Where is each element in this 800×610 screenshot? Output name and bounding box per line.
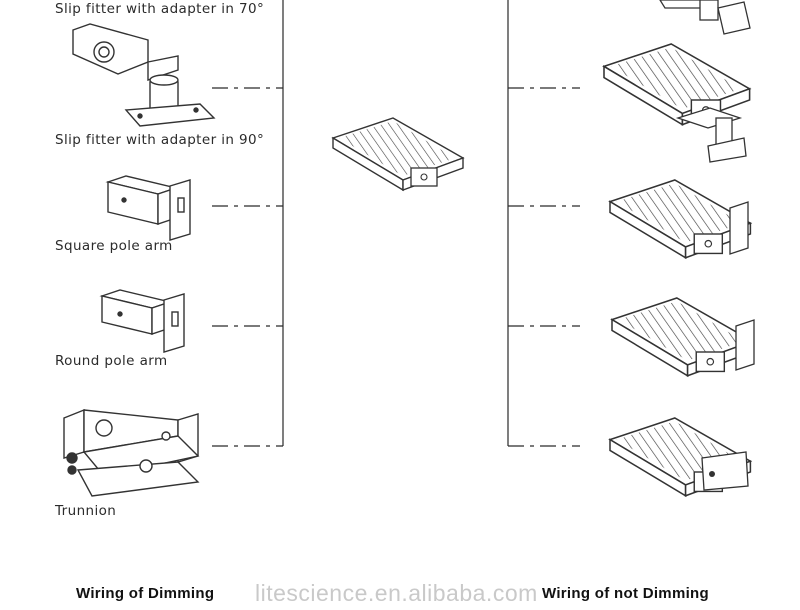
lamp-with-slip-fitter-90-icon: [603, 43, 751, 163]
label-slip-fitter-90: Slip fitter with adapter in 90°: [55, 132, 265, 148]
footer-dimming-title: Wiring of Dimming: [76, 585, 215, 602]
watermark: litescience.en.alibaba.com: [255, 580, 538, 606]
slip-fitter-90-icon: [72, 23, 216, 127]
label-round-pole-arm: Round pole arm: [55, 353, 168, 369]
center-lamp-icon: [332, 117, 464, 191]
lamp-with-trunnion-icon: [609, 417, 752, 497]
trunnion-icon: [63, 408, 200, 497]
label-slip-fitter-70: Slip fitter with adapter in 70°: [55, 1, 265, 17]
round-pole-arm-icon: [99, 289, 185, 353]
lamp-with-square-pole-arm-icon: [609, 179, 752, 259]
footer-not-dimming-title: Wiring of not Dimming: [542, 585, 709, 602]
label-trunnion: Trunnion: [55, 503, 117, 519]
label-square-pole-arm: Square pole arm: [55, 238, 173, 254]
lamp-with-slip-fitter-70-icon: [659, 0, 751, 35]
square-pole-arm-icon: [105, 175, 191, 241]
left-connector-lines: [212, 0, 284, 447]
right-connector-lines: [507, 0, 580, 447]
lamp-with-round-pole-arm-icon: [611, 297, 755, 377]
